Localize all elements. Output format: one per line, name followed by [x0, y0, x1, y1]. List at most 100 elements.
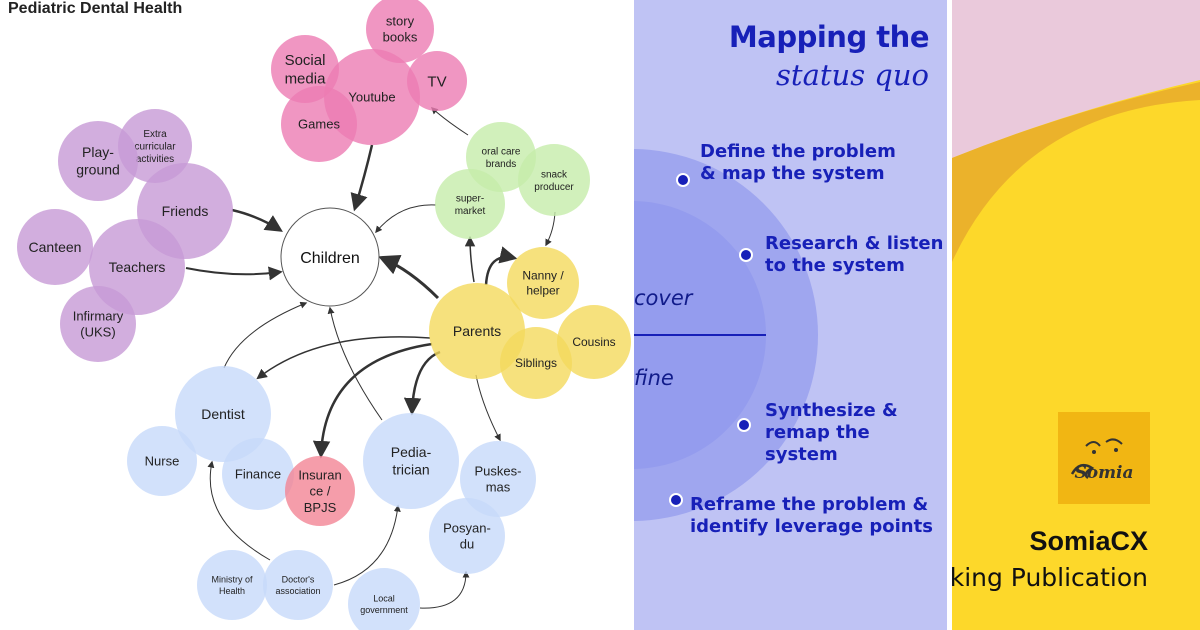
node-puskesmas-label: Puskes-	[475, 463, 522, 478]
node-insurance-circle	[285, 456, 355, 526]
node-storybooks-circle	[366, 0, 434, 63]
node-puskesmas-circle	[460, 441, 536, 517]
node-games: Games	[281, 86, 357, 162]
node-doctors-label: association	[275, 586, 320, 596]
node-snack-label: snack	[541, 169, 568, 180]
node-siblings: Siblings	[500, 327, 572, 399]
panel-heading: Mapping the	[728, 20, 930, 54]
node-puskesmas: Puskes-mas	[460, 441, 536, 517]
node-tv-label: TV	[427, 73, 446, 90]
step-3: Synthesize & remap the system	[765, 400, 947, 466]
node-dentist-label: Dentist	[201, 406, 245, 422]
node-ministry-label: Health	[219, 586, 245, 596]
node-cousins-label: Cousins	[572, 335, 615, 349]
node-cousins: Cousins	[557, 305, 631, 379]
phase-label-discover: cover	[634, 286, 693, 310]
node-nanny-circle	[507, 247, 579, 319]
framework-panel: cover fine Mapping the status quo Define…	[634, 0, 947, 630]
step-4-line1: Reframe the problem &	[690, 494, 929, 515]
node-dentist-circle	[175, 366, 271, 462]
step-2-line2: to the system	[765, 255, 905, 276]
node-ministry-circle	[197, 550, 267, 620]
node-snack: snack producer	[518, 144, 590, 216]
phase-label-define: fine	[634, 366, 674, 390]
panel-divider-right	[947, 0, 952, 630]
step-marker-3	[737, 418, 751, 432]
phase-circle	[634, 149, 818, 521]
step-1-line2: & map the system	[700, 163, 885, 184]
node-supermarket-label: market	[455, 206, 486, 217]
publisher-panel: Somia SomiaCX king Publication	[952, 0, 1200, 630]
node-oralcare-label: oral care	[482, 146, 521, 157]
step-2: Research & listen to the system	[765, 233, 943, 277]
node-insurance-label: BPJS	[304, 500, 337, 515]
node-finance-label: Finance	[235, 467, 281, 482]
node-tv-circle	[407, 51, 467, 111]
node-storybooks: story books	[366, 0, 434, 63]
somia-logo-mark: Somia	[1070, 438, 1134, 483]
node-doctors-label: Doctor's	[282, 575, 315, 585]
node-localgov-label: government	[360, 605, 408, 615]
node-teachers-label: Teachers	[109, 259, 166, 275]
node-socialmedia-label: media	[285, 71, 327, 88]
node-socialmedia-circle	[271, 35, 339, 103]
node-posyandu: Posyan-du	[429, 498, 505, 574]
node-storybooks-label: story	[386, 13, 415, 28]
node-finance-circle	[222, 438, 294, 510]
node-insurance-label: Insuran	[298, 467, 341, 482]
node-playground: Play-ground	[58, 121, 138, 201]
somia-logo: Somia	[1058, 412, 1150, 504]
arrow-parents-supermarket	[464, 235, 476, 283]
step-3-line2: remap the system	[765, 422, 870, 465]
step-marker-4	[669, 493, 683, 507]
system-map-diagram: storybooksSocialmediaYoutubeTVGamesExtra…	[17, 0, 631, 630]
node-finance: Finance	[222, 438, 294, 510]
arrow-oralcare-tv	[430, 107, 469, 136]
node-pediatrician-label: Pedia-	[391, 444, 432, 460]
node-tv: TV	[407, 51, 467, 111]
node-pediatrician-circle	[363, 413, 459, 509]
node-extracurricular-label: Extra	[143, 129, 167, 140]
node-posyandu-label: Posyan-	[443, 520, 491, 535]
node-posyandu-label: du	[460, 537, 474, 552]
node-localgov-circle	[348, 568, 420, 630]
arrow-parents-pediatrician	[403, 350, 441, 416]
arrow-parents-puskesmas	[475, 374, 501, 442]
node-playground-label: Play-	[82, 144, 114, 160]
brand-name: SomiaCX	[1029, 526, 1148, 556]
logo-wordmark: Somia	[1074, 463, 1133, 483]
node-parents-label: Parents	[453, 323, 501, 339]
node-puskesmas-label: mas	[486, 480, 511, 495]
node-snack-label: producer	[534, 182, 574, 193]
arrow-dentist-children	[223, 301, 308, 369]
node-friends-label: Friends	[162, 203, 209, 219]
node-infirmary-label: (UKS)	[80, 325, 115, 340]
node-dentist: Dentist	[175, 366, 271, 462]
node-nanny: Nanny /helper	[507, 247, 579, 319]
arrow-parents-dentist	[256, 336, 431, 380]
arrow-localgov-posyandu	[419, 570, 470, 609]
decorative-shapes	[952, 0, 1200, 262]
node-posyandu-circle	[429, 498, 505, 574]
panel-subheading: status quo	[776, 58, 929, 92]
node-insurance-label: ce /	[310, 484, 331, 499]
arrow-supermarket-children	[375, 204, 437, 234]
node-playground-label: ground	[76, 162, 120, 178]
node-nurse-label: Nurse	[145, 454, 180, 469]
node-insurance: Insuran ce /BPJS	[285, 456, 355, 526]
step-1-line1: Define the problem	[700, 141, 896, 162]
node-ministry-label: Ministry of	[211, 575, 253, 585]
node-storybooks-label: books	[383, 30, 418, 45]
step-4-line2: identify leverage points	[690, 516, 933, 537]
publication-tagline: king Publication	[952, 563, 1148, 592]
node-siblings-label: Siblings	[515, 356, 557, 370]
node-pediatrician-label: trician	[392, 462, 429, 478]
node-games-circle	[281, 86, 357, 162]
step-2-line1: Research & listen	[765, 233, 944, 254]
arrow-ministry-dentist	[207, 460, 271, 561]
node-infirmary-label: Infirmary	[73, 308, 124, 323]
center-node-children: Children	[280, 207, 380, 307]
